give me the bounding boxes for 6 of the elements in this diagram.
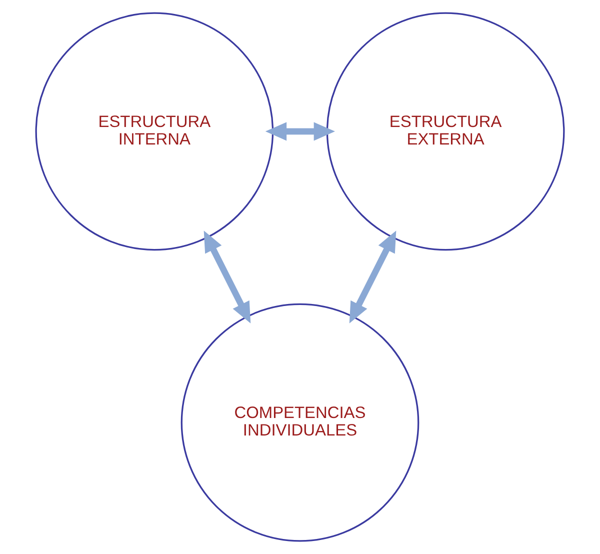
node-circle: ESTRUCTURA INTERNA [35, 12, 274, 251]
node-circle: ESTRUCTURA EXTERNA [326, 12, 565, 251]
arrow [204, 230, 251, 324]
arrow [349, 230, 396, 324]
arrow [265, 122, 336, 141]
node-circle: COMPETENCIAS INDIVIDUALES [180, 303, 420, 542]
